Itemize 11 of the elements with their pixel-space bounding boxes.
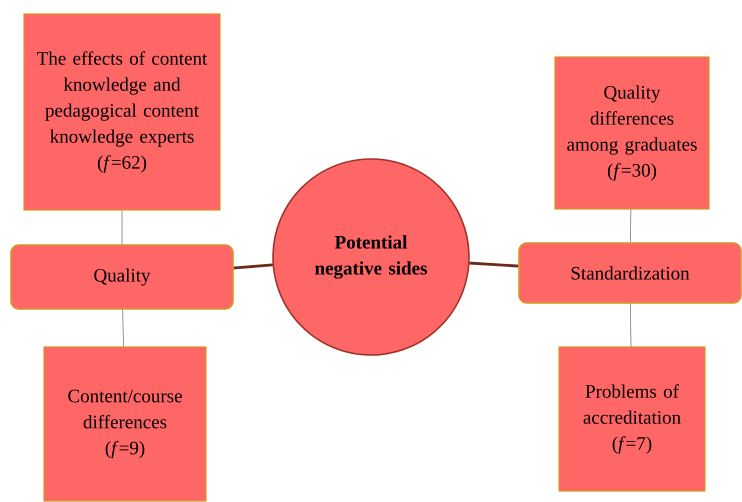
connector-line — [234, 264, 273, 270]
topic-box: Quality differences among graduates (f=30) — [554, 56, 710, 210]
category-box: Standardization — [518, 242, 742, 304]
connector-line — [630, 209, 632, 243]
category-box: Quality — [10, 244, 234, 310]
topic-box: The effects of content knowledge and pedagogical content knowledge experts (f=62) — [23, 13, 221, 211]
connector-line — [630, 303, 632, 347]
topic-box: Content/course differences (f=9) — [43, 346, 207, 502]
topic-box: Problems of accreditation (f=7) — [558, 346, 706, 492]
connector-line — [122, 309, 124, 347]
connector-line — [470, 262, 518, 268]
